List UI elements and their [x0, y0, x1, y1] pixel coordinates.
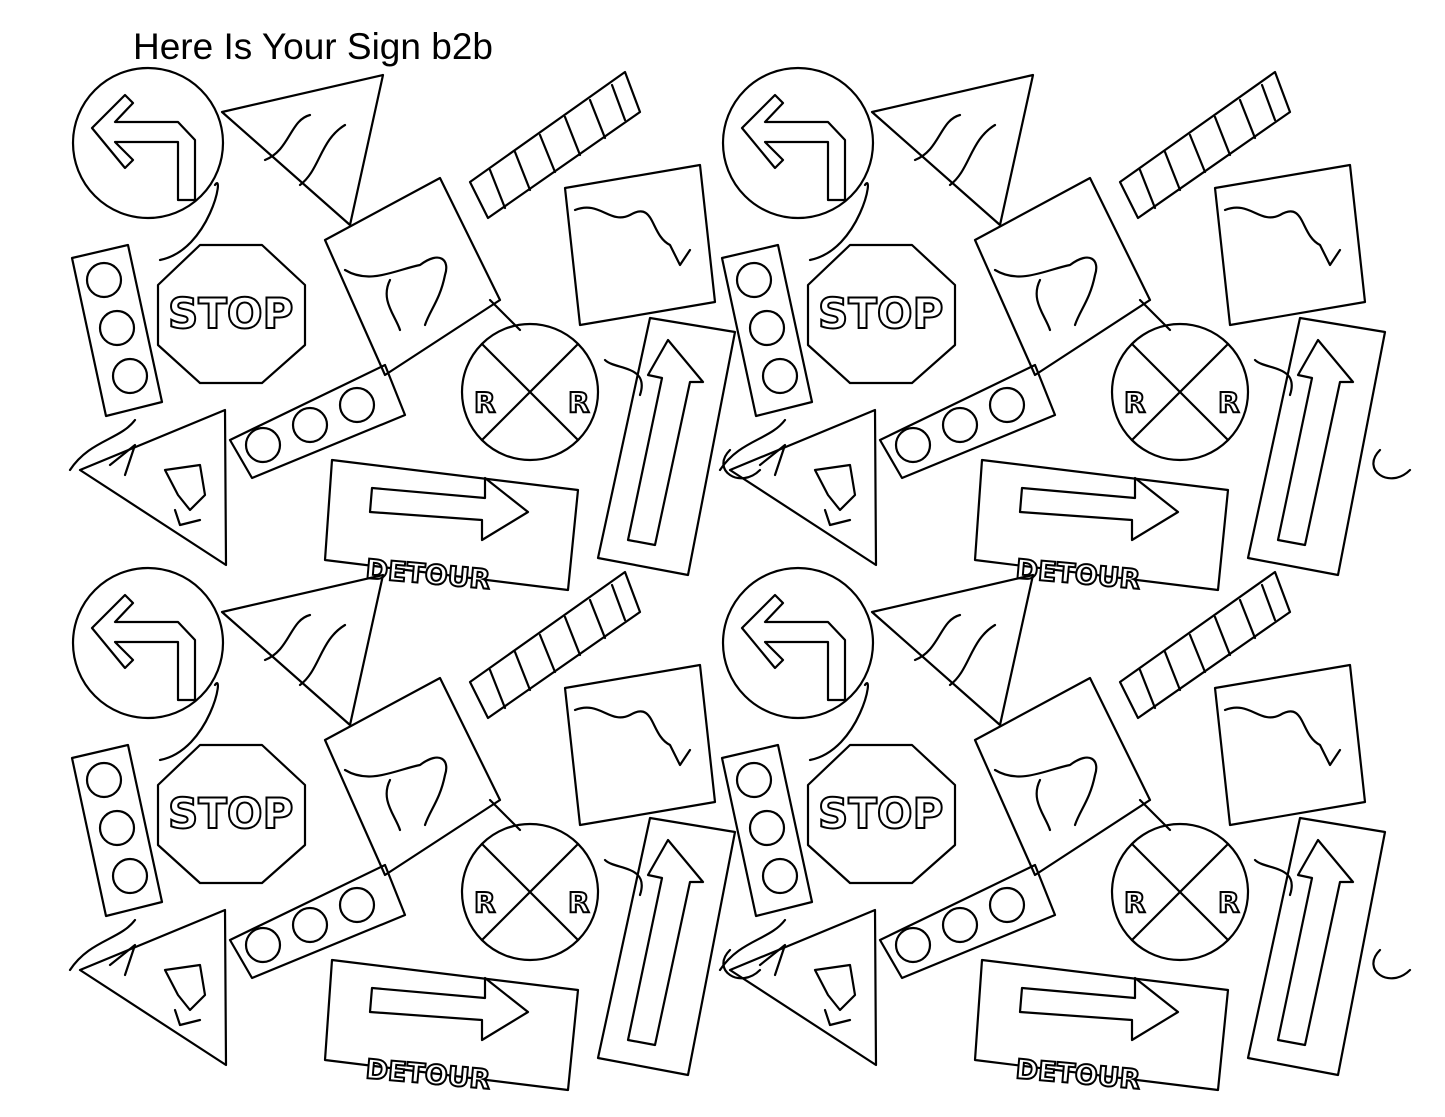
railroad-r-right: R [568, 386, 590, 419]
tile-top-left: STOP R R DETOUR [68, 66, 762, 597]
detour-sign: DETOUR [323, 458, 580, 597]
connecting-stitch-line [68, 182, 762, 480]
straight-arrow-sign [596, 316, 737, 577]
vertical-traffic-light [70, 243, 164, 418]
deer-crossing-sign [323, 176, 502, 377]
tile-bottom-left [68, 566, 762, 1097]
stop-sign: STOP [156, 243, 307, 385]
winding-road-sign [563, 163, 717, 327]
narrow-road-triangle-sign [220, 73, 385, 227]
striped-barrier-sign [468, 70, 642, 220]
pattern-title: Here Is Your Sign b2b [133, 26, 493, 67]
railroad-r-left: R [474, 386, 496, 419]
horizontal-traffic-light [228, 363, 407, 480]
seatbelt-triangle-sign [78, 408, 228, 567]
tile-bottom-right [718, 566, 1412, 1097]
stop-label: STOP [168, 289, 293, 338]
railroad-crossing-sign: R R [460, 322, 600, 462]
tile-top-right [718, 66, 1412, 597]
left-turn-sign [71, 66, 225, 220]
